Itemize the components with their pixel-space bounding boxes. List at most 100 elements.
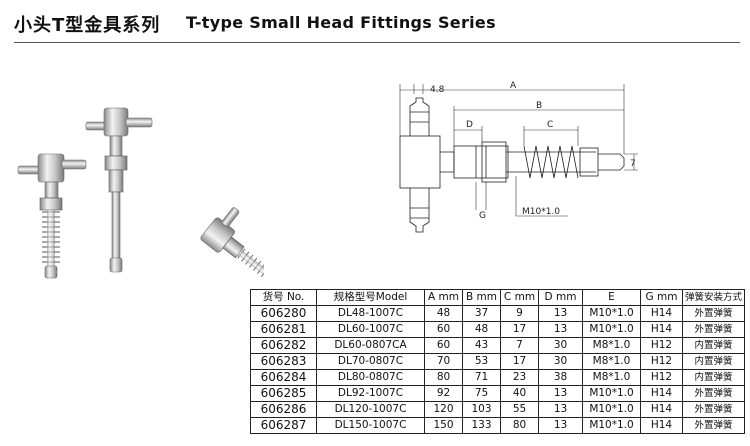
title-english: T-type Small Head Fittings Series [186, 13, 496, 32]
cell: 60 [424, 321, 463, 338]
cell: H14 [640, 385, 683, 402]
cell: 103 [462, 401, 501, 418]
spec-table: 货号 No. 规格型号Model A mm B mm C mm D mm E G… [250, 289, 745, 434]
cell: DL60-1007C [316, 321, 425, 338]
cell: DL80-0807C [316, 369, 425, 386]
cell: 外置弹簧 [682, 385, 745, 402]
cell: 外置弹簧 [682, 305, 745, 322]
cell: 606286 [250, 401, 317, 418]
header-cell: A mm [424, 289, 463, 306]
header-cell: 规格型号Model [316, 289, 425, 306]
cell: 37 [462, 305, 501, 322]
cell: 17 [500, 321, 539, 338]
cell: 内置弹簧 [682, 353, 745, 370]
dim-b-label: B [536, 101, 542, 111]
cell: 606281 [250, 321, 317, 338]
cell: 23 [500, 369, 539, 386]
cell: 外置弹簧 [682, 321, 745, 338]
cell: 38 [538, 369, 583, 386]
cell: 55 [500, 401, 539, 418]
cell: 13 [538, 401, 583, 418]
cell: 92 [424, 385, 463, 402]
cell: 606284 [250, 369, 317, 386]
cell: 40 [500, 385, 539, 402]
cell: M10*1.0 [582, 321, 641, 338]
cell: DL150-1007C [316, 417, 425, 434]
product-photo [17, 107, 264, 319]
cell: 80 [424, 369, 463, 386]
header-cell: C mm [500, 289, 539, 306]
cell: 150 [424, 417, 463, 434]
dim-a-label: A [510, 81, 517, 91]
table-row: 606284 DL80-0807C 80 71 23 38 M8*1.0 H12… [250, 369, 745, 386]
cell: 48 [462, 321, 501, 338]
table-header-row: 货号 No. 规格型号Model A mm B mm C mm D mm E G… [250, 289, 745, 306]
cell: H14 [640, 417, 683, 434]
cell: DL70-0807C [316, 353, 425, 370]
cell: 71 [462, 369, 501, 386]
table-row: 606285 DL92-1007C 92 75 40 13 M10*1.0 H1… [250, 385, 745, 402]
cell: 17 [500, 353, 539, 370]
header-cell: 货号 No. [250, 289, 317, 306]
cell: M10*1.0 [582, 385, 641, 402]
fitting-diagonal [200, 207, 264, 319]
cell: 13 [538, 385, 583, 402]
header-cell: B mm [462, 289, 501, 306]
dim-d-label: D [466, 120, 473, 130]
cell: DL60-0807CA [316, 337, 425, 354]
cell: M8*1.0 [582, 369, 641, 386]
dim-7-label: 7 [630, 159, 636, 169]
fitting-short [17, 153, 87, 279]
table-row: 606287 DL150-1007C 150 133 80 13 M10*1.0… [250, 417, 745, 434]
cell: 60 [424, 337, 463, 354]
cell: 43 [462, 337, 501, 354]
cell: 9 [500, 305, 539, 322]
cell: 75 [462, 385, 501, 402]
header-cell: 弹簧安装方式 [682, 289, 745, 306]
cell: 606285 [250, 385, 317, 402]
cell: 内置弹簧 [682, 369, 745, 386]
technical-drawing: A B D C 4.8 7 G M10*1.0 [399, 81, 638, 233]
cell: 30 [538, 353, 583, 370]
cell: 外置弹簧 [682, 417, 745, 434]
cell: DL120-1007C [316, 401, 425, 418]
table-row: 606280 DL48-1007C 48 37 9 13 M10*1.0 H14… [250, 305, 745, 322]
table-row: 606281 DL60-1007C 60 48 17 13 M10*1.0 H1… [250, 321, 745, 338]
cell: 内置弹簧 [682, 337, 745, 354]
cell: M10*1.0 [582, 401, 641, 418]
title-chinese: 小头T型金具系列 [14, 15, 161, 36]
table-row: 606283 DL70-0807C 70 53 17 30 M8*1.0 H12… [250, 353, 745, 370]
cell: M10*1.0 [582, 305, 641, 322]
cell: M10*1.0 [582, 417, 641, 434]
cell: DL92-1007C [316, 385, 425, 402]
header-cell: G mm [640, 289, 683, 306]
cell: 30 [538, 337, 583, 354]
cell: M8*1.0 [582, 337, 641, 354]
cell: H14 [640, 305, 683, 322]
header-cell: D mm [538, 289, 583, 306]
cell: 13 [538, 305, 583, 322]
cell: 13 [538, 417, 583, 434]
dim-c-label: C [547, 120, 553, 130]
cell: 13 [538, 321, 583, 338]
dim-g-label: G [479, 211, 486, 221]
cell: H12 [640, 369, 683, 386]
header-divider [14, 42, 740, 43]
cell: 606282 [250, 337, 317, 354]
cell: DL48-1007C [316, 305, 425, 322]
fitting-tall [85, 107, 153, 273]
cell: 53 [462, 353, 501, 370]
cell: H14 [640, 401, 683, 418]
table-row: 606286 DL120-1007C 120 103 55 13 M10*1.0… [250, 401, 745, 418]
cell: 70 [424, 353, 463, 370]
cell: 7 [500, 337, 539, 354]
cell: M8*1.0 [582, 353, 641, 370]
cell: 48 [424, 305, 463, 322]
header-cell: E [582, 289, 641, 306]
cell: H14 [640, 321, 683, 338]
cell: 606283 [250, 353, 317, 370]
cell: H12 [640, 337, 683, 354]
table-row: 606282 DL60-0807CA 60 43 7 30 M8*1.0 H12… [250, 337, 745, 354]
cell: 外置弹簧 [682, 401, 745, 418]
cell: H12 [640, 353, 683, 370]
